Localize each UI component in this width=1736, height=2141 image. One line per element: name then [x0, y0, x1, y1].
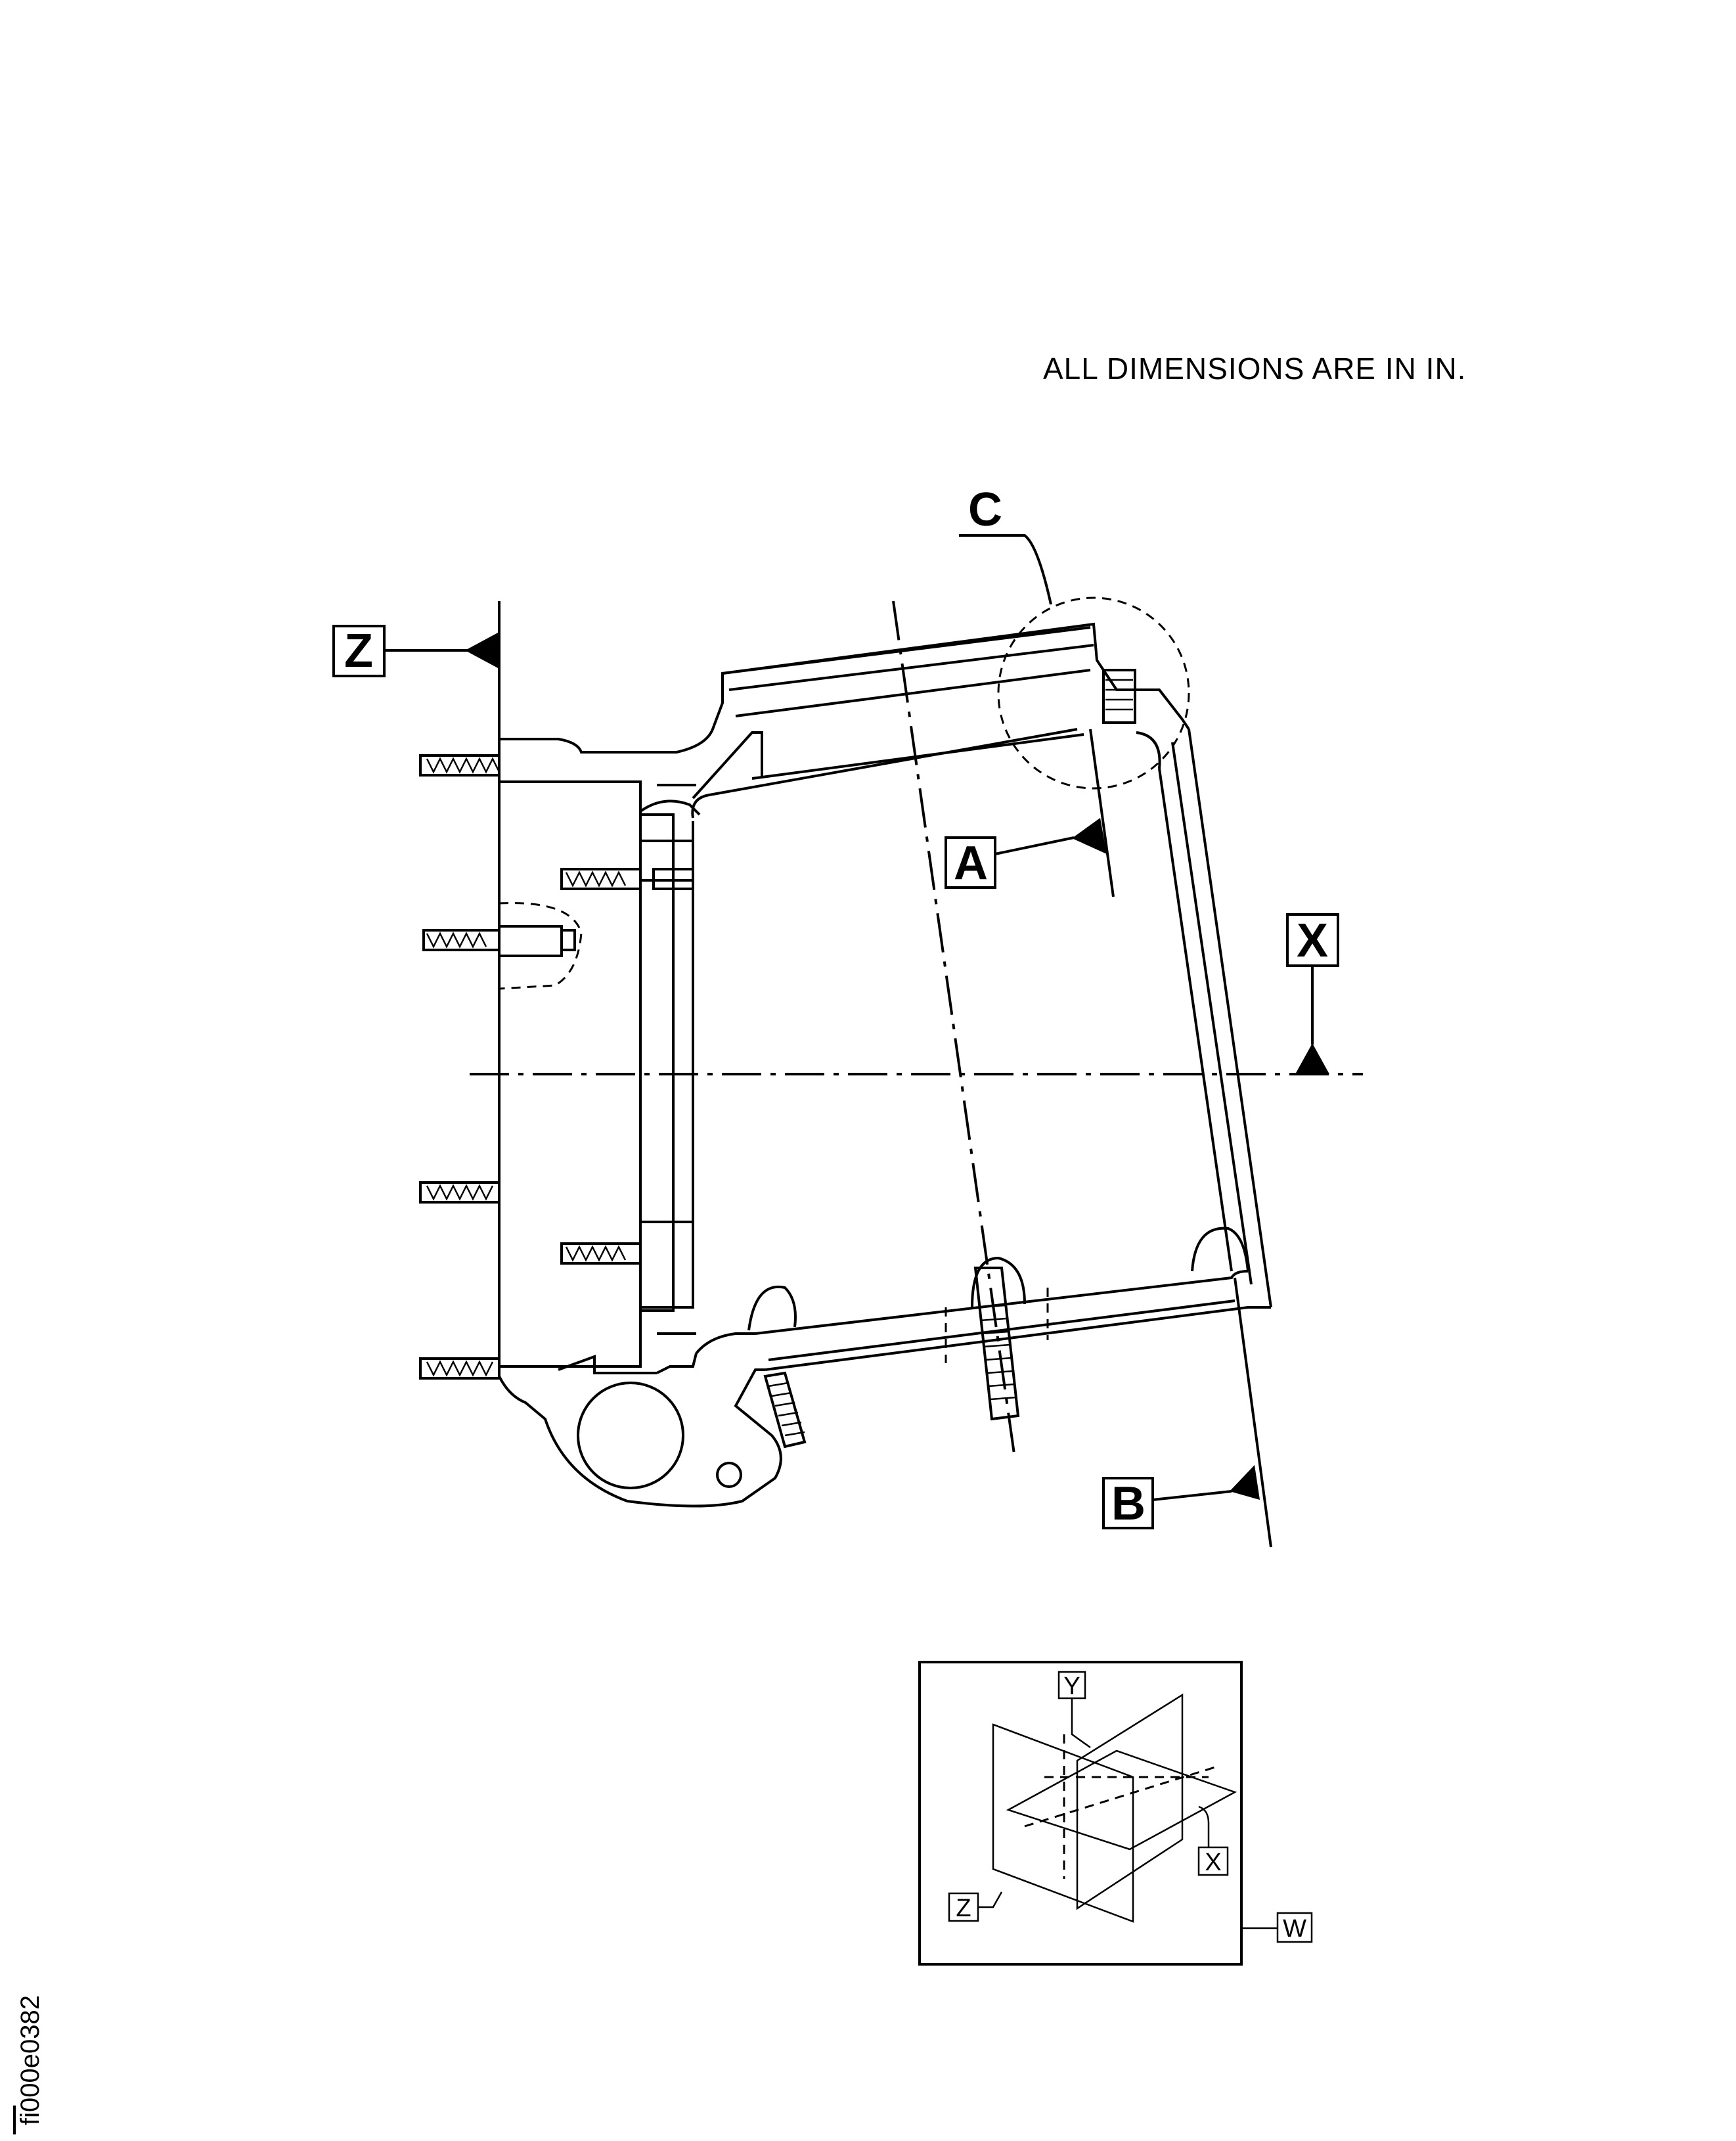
- datum-b-label: B: [1111, 1477, 1146, 1530]
- datum-b-callout: B: [1102, 1277, 1272, 1548]
- inset-z-label: Z: [956, 1895, 971, 1922]
- inset-x-label: X: [1205, 1849, 1221, 1876]
- axes-inset: Y X Z W: [918, 1661, 1313, 1966]
- datum-x-label: X: [1297, 914, 1328, 967]
- lower-studs: [763, 1267, 1020, 1449]
- figure-id-mark: [13, 2106, 16, 2134]
- datum-a-callout: A: [945, 729, 1115, 897]
- datum-x-callout: X: [1286, 913, 1339, 1074]
- datum-z-callout: Z: [332, 601, 501, 1373]
- housing-body: [498, 622, 1272, 1508]
- detail-c-callout: C: [959, 484, 1190, 790]
- datum-z-label: Z: [344, 625, 373, 677]
- centerlines: [470, 600, 1363, 1459]
- datum-a-label: A: [954, 837, 988, 890]
- inset-y-label: Y: [1063, 1673, 1080, 1700]
- detail-c-stud: [1102, 669, 1136, 724]
- detail-c-label: C: [968, 484, 1002, 536]
- flange-studs: [419, 754, 694, 1380]
- units-note: ALL DIMENSIONS ARE IN IN.: [1043, 351, 1467, 386]
- inset-w-label: W: [1283, 1915, 1306, 1943]
